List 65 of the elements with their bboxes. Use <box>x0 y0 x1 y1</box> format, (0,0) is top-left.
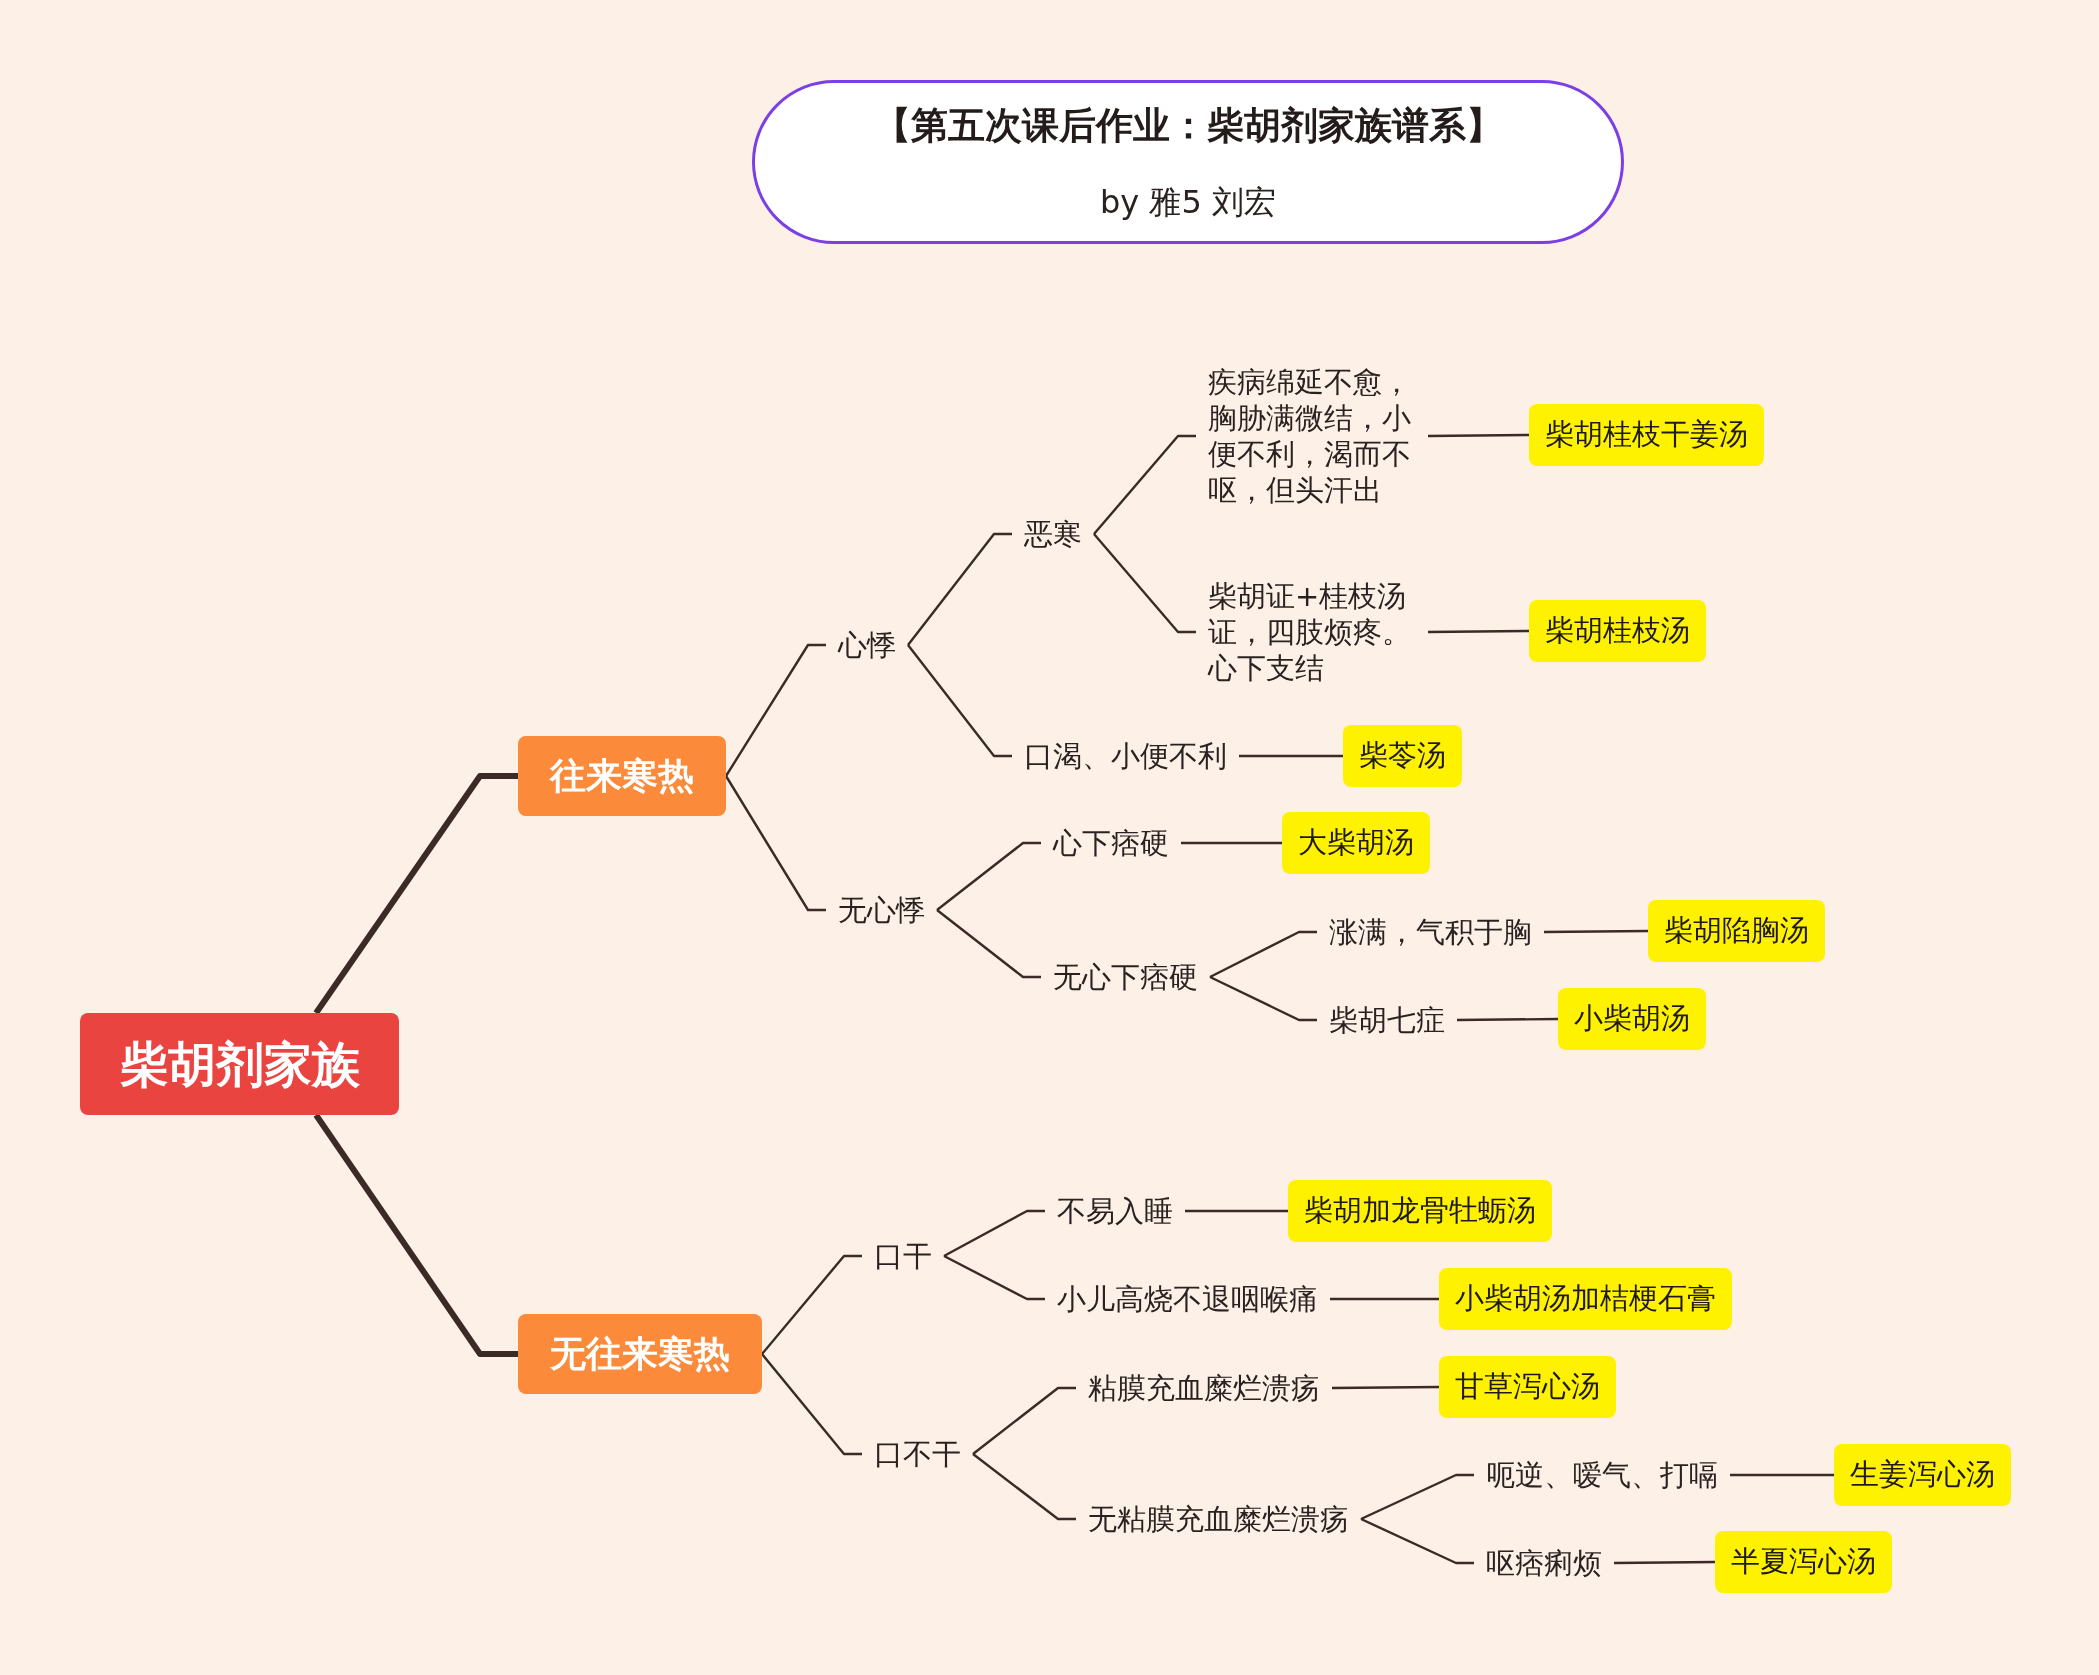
main-branch-line <box>313 1113 518 1357</box>
topic-text: 涨满，气积于胸 <box>1317 914 1544 950</box>
branch-topic: 无往来寒热 <box>518 1314 762 1394</box>
topic-text: 无心悸 <box>826 892 937 928</box>
formula-label: 柴苓汤 <box>1343 725 1462 787</box>
connector-line <box>1544 929 1648 934</box>
formula-label: 柴胡加龙骨牡蛎汤 <box>1288 1180 1552 1242</box>
connector-line <box>1360 1517 1474 1565</box>
title-text: 【第五次课后作业：柴胡剂家族谱系】 <box>873 103 1503 150</box>
connector-line <box>943 1254 1045 1301</box>
topic-text: 心悸 <box>826 627 908 663</box>
connector-line <box>1360 1473 1474 1521</box>
formula-label: 大柴胡汤 <box>1282 812 1430 874</box>
connector-line <box>907 532 1012 646</box>
connector-line <box>1428 629 1529 634</box>
formula-label: 生姜泻心汤 <box>1834 1444 2011 1506</box>
formula-label: 甘草泻心汤 <box>1439 1356 1616 1418</box>
connector-line <box>1730 1473 1834 1477</box>
connector-line <box>1209 975 1317 1022</box>
topic-text: 呃逆、嗳气、打嗝 <box>1474 1457 1730 1493</box>
connector-line <box>936 841 1041 911</box>
connector-line <box>1614 1560 1715 1565</box>
connector-line <box>936 909 1041 979</box>
connector-line <box>1457 1017 1558 1022</box>
topic-text: 无粘膜充血糜烂溃疡 <box>1076 1501 1361 1537</box>
connector-line <box>1332 1385 1439 1390</box>
formula-label: 柴胡桂枝干姜汤 <box>1529 404 1764 466</box>
connector-line <box>1428 433 1529 438</box>
connector-line <box>1181 841 1282 845</box>
author-text: by 雅5 刘宏 <box>1100 181 1276 223</box>
topic-text: 柴胡证+桂枝汤证，四肢烦疼。心下支结 <box>1196 578 1428 686</box>
connector-line <box>761 1353 862 1456</box>
connector-line <box>1330 1297 1439 1301</box>
connector-line <box>761 1254 862 1355</box>
main-branch-line <box>313 773 518 1015</box>
formula-label: 柴胡陷胸汤 <box>1648 900 1825 962</box>
formula-label: 小柴胡汤加桔梗石膏 <box>1439 1268 1732 1330</box>
topic-text: 心下痞硬 <box>1041 825 1181 861</box>
connector-line <box>1093 434 1196 535</box>
topic-text: 口不干 <box>862 1436 973 1472</box>
topic-text: 疾病绵延不愈，胸胁满微结，小便不利，渴而不呕，但头汗出 <box>1196 364 1428 508</box>
connector-line <box>1185 1209 1288 1213</box>
connector-line <box>1209 930 1317 979</box>
connector-line <box>1093 533 1196 634</box>
topic-text: 不易入睡 <box>1045 1193 1185 1229</box>
topic-text: 无心下痞硬 <box>1041 959 1210 995</box>
connector-line <box>972 1453 1076 1521</box>
formula-label: 柴胡桂枝汤 <box>1529 600 1706 662</box>
topic-text: 口渴、小便不利 <box>1012 738 1239 774</box>
connector-line <box>725 643 826 777</box>
topic-text: 口干 <box>862 1238 944 1274</box>
branch-topic: 往来寒热 <box>518 736 726 816</box>
topic-text: 呕痞痢烦 <box>1474 1545 1614 1581</box>
connector-line <box>724 775 826 912</box>
topic-text: 恶寒 <box>1012 516 1094 552</box>
root-topic: 柴胡剂家族 <box>80 1013 399 1115</box>
connector-line <box>1239 754 1343 758</box>
connector-line <box>907 644 1012 758</box>
formula-label: 小柴胡汤 <box>1558 988 1706 1050</box>
connector-line <box>972 1386 1076 1455</box>
topic-text: 粘膜充血糜烂溃疡 <box>1076 1370 1332 1406</box>
formula-label: 半夏泻心汤 <box>1715 1531 1892 1593</box>
topic-text: 小儿高烧不退咽喉痛 <box>1045 1281 1330 1317</box>
topic-text: 柴胡七症 <box>1317 1002 1457 1038</box>
connector-line <box>943 1209 1045 1258</box>
